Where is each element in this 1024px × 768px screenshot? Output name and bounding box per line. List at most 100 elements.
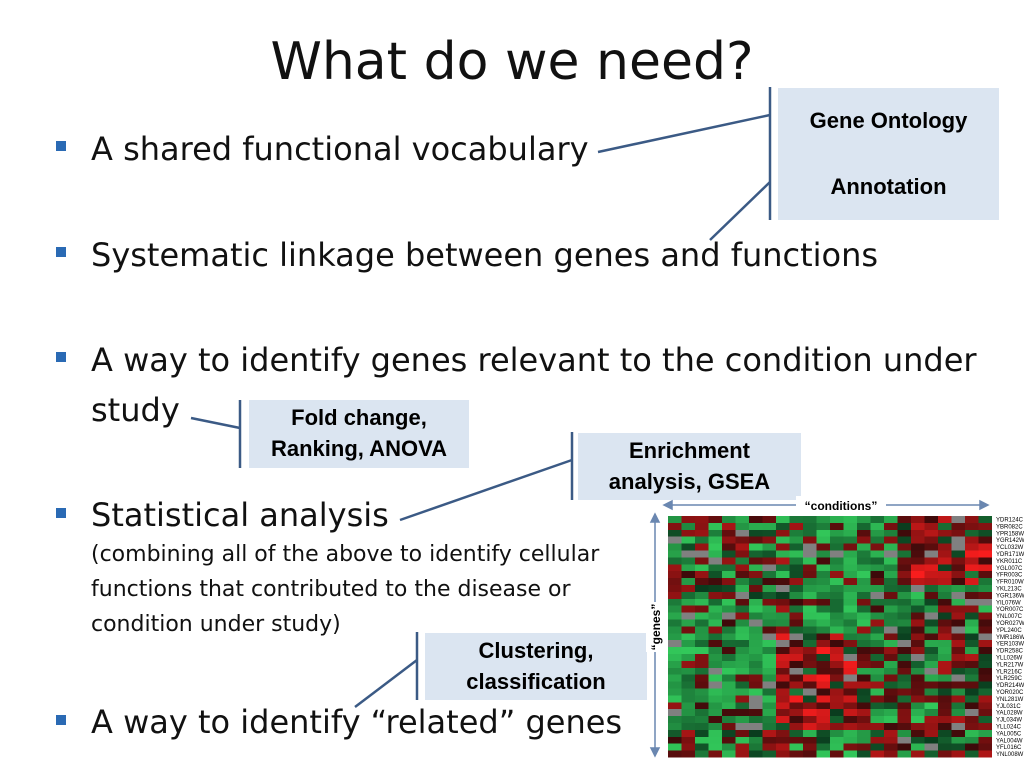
heatmap-cell — [708, 702, 722, 710]
heatmap-cell — [681, 578, 695, 585]
heatmap-cell — [749, 619, 763, 627]
heatmap-cell — [708, 543, 722, 551]
heatmap-cell — [816, 660, 830, 668]
bullet-text-identify-cont: study — [91, 391, 180, 429]
heatmap-cell — [924, 688, 938, 696]
heatmap-cell — [857, 626, 871, 634]
heatmap-cell — [951, 716, 965, 723]
heatmap-cell — [695, 529, 709, 537]
heatmap-cell — [897, 736, 911, 744]
heatmap-cell — [735, 557, 749, 565]
heatmap-cell — [897, 557, 911, 565]
heatmap-cell — [749, 571, 763, 579]
heatmap-cell — [938, 736, 952, 744]
heatmap-cell — [938, 598, 952, 606]
heatmap-cell — [830, 736, 844, 744]
gene-id-label: YLR217W — [996, 662, 1024, 668]
heatmap-cell — [816, 729, 830, 737]
heatmap-cell — [803, 743, 817, 751]
heatmap-cell — [951, 647, 965, 654]
heatmap-cell — [762, 571, 776, 579]
heatmap-cell — [843, 681, 857, 689]
heatmap-cell — [681, 522, 695, 530]
heatmap-cell — [897, 516, 911, 523]
heatmap-cell — [897, 729, 911, 737]
gene-id-label: YDR258C — [996, 649, 1024, 655]
heatmap-cell — [803, 529, 817, 537]
heatmap-cells — [668, 516, 992, 758]
heatmap-cell — [978, 591, 992, 599]
heatmap-cell — [816, 681, 830, 689]
heatmap-cell — [843, 633, 857, 641]
gene-id-label: YMR186W — [996, 635, 1024, 641]
heatmap-cell — [762, 612, 776, 620]
heatmap-cell — [978, 529, 992, 537]
heatmap-cell — [803, 591, 817, 599]
heatmap-cell — [951, 536, 965, 544]
heatmap-cell — [911, 716, 925, 723]
heatmap-cell — [843, 654, 857, 661]
heatmap-cell — [803, 571, 817, 579]
heatmap-cell — [938, 723, 952, 730]
heatmap-cell — [897, 585, 911, 592]
heatmap-cell — [897, 723, 911, 730]
heatmap-cell — [722, 529, 736, 537]
heatmap-cell — [762, 702, 776, 710]
heatmap-cell — [843, 522, 857, 530]
heatmap-cell — [681, 723, 695, 730]
heatmap-cell — [722, 654, 736, 661]
heatmap-cell — [749, 626, 763, 634]
heatmap-cell — [776, 578, 790, 585]
heatmap-cell — [735, 516, 749, 523]
heatmap-cell — [749, 550, 763, 558]
heatmap-cell — [776, 612, 790, 620]
heatmap-cell — [911, 654, 925, 661]
heatmap-cell — [776, 550, 790, 558]
heatmap-cell — [843, 750, 857, 758]
heatmap-cell — [668, 626, 682, 634]
heatmap-cell — [668, 564, 682, 572]
heatmap-cell — [857, 640, 871, 648]
heatmap-cell — [789, 716, 803, 723]
heatmap-cell — [938, 709, 952, 717]
heatmap-cell — [951, 564, 965, 572]
heatmap-cell — [681, 571, 695, 579]
heatmap-cell — [938, 605, 952, 613]
heatmap-cell — [749, 716, 763, 723]
heatmap-cell — [816, 591, 830, 599]
heatmap-cell — [938, 591, 952, 599]
heatmap-cell — [951, 660, 965, 668]
heatmap-cell — [924, 529, 938, 537]
heatmap-cell — [803, 647, 817, 654]
heatmap-cell — [830, 743, 844, 751]
heatmap-cell — [681, 598, 695, 606]
heatmap-cell — [830, 674, 844, 682]
heatmap-cell — [789, 681, 803, 689]
heatmap-cell — [789, 633, 803, 641]
heatmap-cell — [816, 674, 830, 682]
heatmap-cell — [884, 529, 898, 537]
heatmap-cell — [830, 564, 844, 572]
heatmap-cell — [749, 709, 763, 717]
gene-id-label: YLL026W — [996, 656, 1023, 662]
heatmap-cell — [857, 619, 871, 627]
heatmap-cell — [762, 716, 776, 723]
heatmap-cell — [749, 723, 763, 730]
gene-id-label: YGL007C — [996, 566, 1023, 572]
heatmap-cell — [938, 564, 952, 572]
gene-id-label: YFL016C — [996, 745, 1022, 751]
heatmap-cell — [695, 522, 709, 530]
heatmap-cell — [951, 591, 965, 599]
heatmap-cell — [762, 516, 776, 523]
heatmap-cell — [965, 626, 979, 634]
heatmap-cell — [924, 667, 938, 675]
heatmap-cell — [938, 578, 952, 585]
heatmap-cell — [681, 529, 695, 537]
heatmap-cell — [668, 729, 682, 737]
callout-enrich-line-1: Enrichment — [628, 438, 751, 463]
heatmap-cell — [870, 654, 884, 661]
heatmap-cell — [708, 674, 722, 682]
heatmap-cell — [965, 612, 979, 620]
heatmap-cell — [870, 543, 884, 551]
heatmap-cell — [843, 716, 857, 723]
